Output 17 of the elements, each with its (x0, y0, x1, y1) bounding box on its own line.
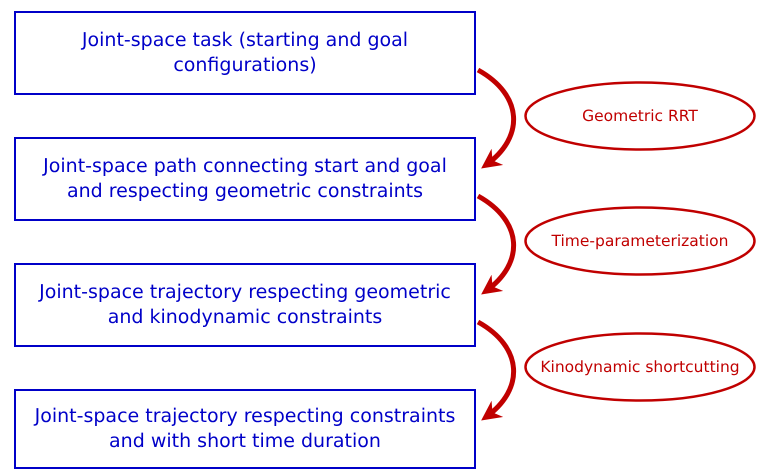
stage-label: Joint-space path connecting start and goal and respecting geometric constraints (41, 154, 448, 204)
stage-label: Joint-space task (starting and goal configurations) (80, 28, 410, 78)
method-ellipse (524, 206, 756, 276)
stage-box (14, 389, 476, 469)
stage-label: Joint-space trajectory respecting constraints and with short time duration (32, 404, 456, 454)
method-label: Geometric RRT (582, 107, 698, 125)
method-label: Time-parameterization (552, 232, 728, 250)
stage-box (14, 137, 476, 221)
stage-label: Joint-space trajectory respecting geometric and kinodynamic constraints (37, 280, 452, 330)
curved-arrow (476, 68, 516, 169)
method-label: Kinodynamic shortcutting (540, 358, 740, 376)
method-ellipse (524, 81, 756, 151)
stage-box (14, 263, 476, 347)
stage-box (14, 11, 476, 95)
curved-arrow (476, 194, 516, 295)
method-ellipse (524, 332, 756, 402)
curved-arrow (476, 320, 516, 421)
